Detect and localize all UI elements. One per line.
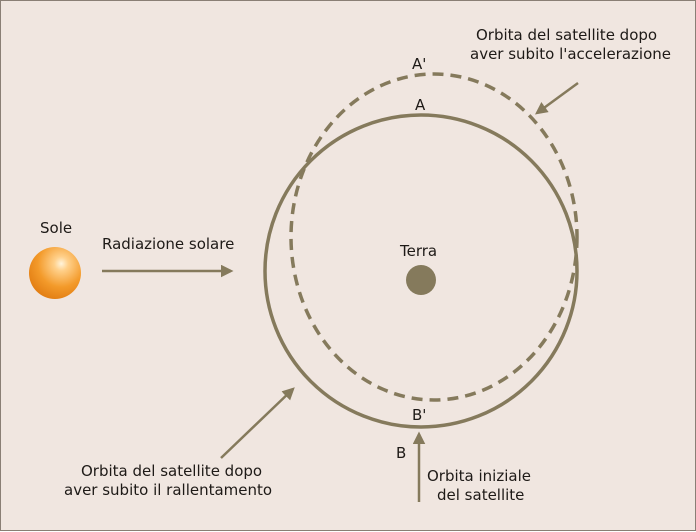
orbit-acceleration-label-line1: Orbita del satellite dopo — [476, 26, 657, 44]
orbit-deceleration-arrow — [220, 387, 295, 459]
point-a-prime-label: A' — [412, 55, 426, 73]
orbit-acceleration-label-line2: aver subito l'accelerazione — [470, 45, 671, 63]
earth-icon — [406, 265, 436, 295]
point-b-prime-label: B' — [412, 406, 426, 424]
point-a-label: A — [415, 96, 426, 114]
initial-orbit — [263, 113, 579, 429]
initial-orbit-label-line1: Orbita iniziale — [427, 467, 531, 485]
perturbed-orbit — [289, 72, 579, 402]
sun-label: Sole — [40, 219, 72, 237]
point-b-label: B — [396, 444, 406, 462]
orbit-acceleration-arrow — [534, 81, 579, 115]
solar-radiation-label: Radiazione solare — [102, 235, 234, 253]
earth-label: Terra — [399, 242, 437, 260]
orbit-deceleration-label-line1: Orbita del satellite dopo — [81, 462, 262, 480]
orbit-deceleration-label-line2: aver subito il rallentamento — [64, 481, 272, 499]
initial-orbit-label-line2: del satellite — [437, 486, 524, 504]
sun-icon — [29, 247, 81, 299]
